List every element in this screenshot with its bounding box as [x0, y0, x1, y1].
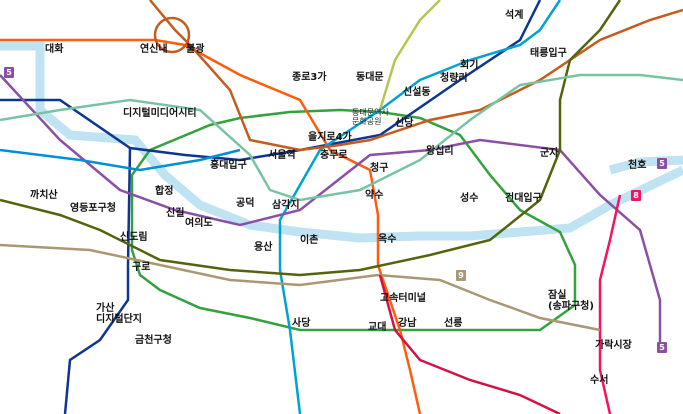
ui-line	[378, 0, 441, 111]
station-taereung: 태릉입구	[530, 48, 567, 59]
station-dongdaemun-history: 동대문역사 문화공원	[352, 108, 389, 126]
station-wangsimni: 왕십리	[426, 146, 454, 157]
station-gasan: 가산 디지털단지	[96, 303, 142, 325]
station-samgakji: 삼각지	[272, 200, 300, 211]
station-kkachisan: 까치산	[30, 190, 58, 201]
station-hongik: 홍대입구	[210, 160, 247, 171]
badge-line5-south: 5	[657, 342, 667, 353]
line5	[0, 74, 662, 350]
station-daehwa: 대화	[45, 44, 64, 55]
station-yongsan: 용산	[254, 242, 273, 253]
station-express-terminal: 고속터미널	[380, 293, 426, 304]
station-sinseol: 신설동	[403, 87, 431, 98]
station-euljiro4ga: 을지로4가	[308, 132, 352, 143]
station-dongdaemun: 동대문	[356, 72, 384, 83]
station-bulgwang: 불광	[186, 44, 205, 55]
station-sindang: 신당	[395, 118, 414, 129]
station-jongno3ga: 종로3가	[292, 72, 327, 83]
line9	[0, 243, 601, 332]
line8	[598, 194, 622, 414]
station-seongsu: 성수	[460, 193, 479, 204]
station-guro: 구로	[132, 262, 151, 273]
badge-line5-west: 5	[4, 67, 14, 78]
station-singil: 신길	[166, 208, 185, 219]
station-suseo: 수서	[590, 375, 609, 386]
station-sadang: 사당	[292, 318, 311, 329]
gyeongui-line	[0, 73, 683, 202]
airport-line	[0, 148, 241, 172]
station-seokgye: 석계	[505, 10, 524, 21]
badge-line8: 8	[631, 190, 641, 201]
station-konkuk: 건대입구	[505, 193, 542, 204]
station-seolleung: 선릉	[444, 318, 463, 329]
station-yeongdeungpo-gu: 영등포구청	[70, 203, 116, 214]
badge-line9: 9	[456, 270, 466, 281]
station-sindorim: 신도림	[120, 232, 148, 243]
station-cheonho: 천호	[628, 160, 647, 171]
station-gunja: 군자	[540, 148, 559, 159]
station-yeouido: 여의도	[185, 218, 213, 229]
bulgwang-loop	[153, 16, 191, 54]
station-chungmuro: 충무로	[320, 150, 348, 161]
station-ichon: 이촌	[300, 235, 319, 246]
line1-south	[63, 147, 132, 414]
station-cheonggu: 청구	[370, 163, 389, 174]
line1	[0, 0, 542, 162]
line2	[130, 108, 577, 332]
station-yaksu: 약수	[365, 190, 384, 201]
line7	[0, 0, 622, 277]
station-hapjeong: 합정	[155, 186, 174, 197]
station-cheongnyangni: 청량리	[440, 73, 468, 84]
badge-line5-east: 5	[657, 158, 667, 169]
station-digital-media-city: 디지털미디어시티	[123, 108, 197, 119]
shinbundang-line	[378, 274, 561, 414]
station-oksu: 옥수	[378, 234, 397, 245]
han-river-east	[608, 155, 683, 175]
station-hoegi: 회기	[460, 60, 479, 71]
station-geumcheon: 금천구청	[135, 335, 172, 346]
station-gangnam: 강남	[398, 318, 417, 329]
station-jamsil: 잠실 (송파구청)	[548, 290, 594, 312]
han-river	[0, 41, 683, 243]
station-garak: 가락시장	[595, 340, 632, 351]
station-gongdeok: 공덕	[236, 198, 255, 209]
station-seoul-station: 서울역	[268, 150, 296, 161]
line6	[149, 0, 683, 152]
station-gyodae: 교대	[368, 322, 387, 333]
station-yeonsinnae: 연신내	[140, 44, 168, 55]
